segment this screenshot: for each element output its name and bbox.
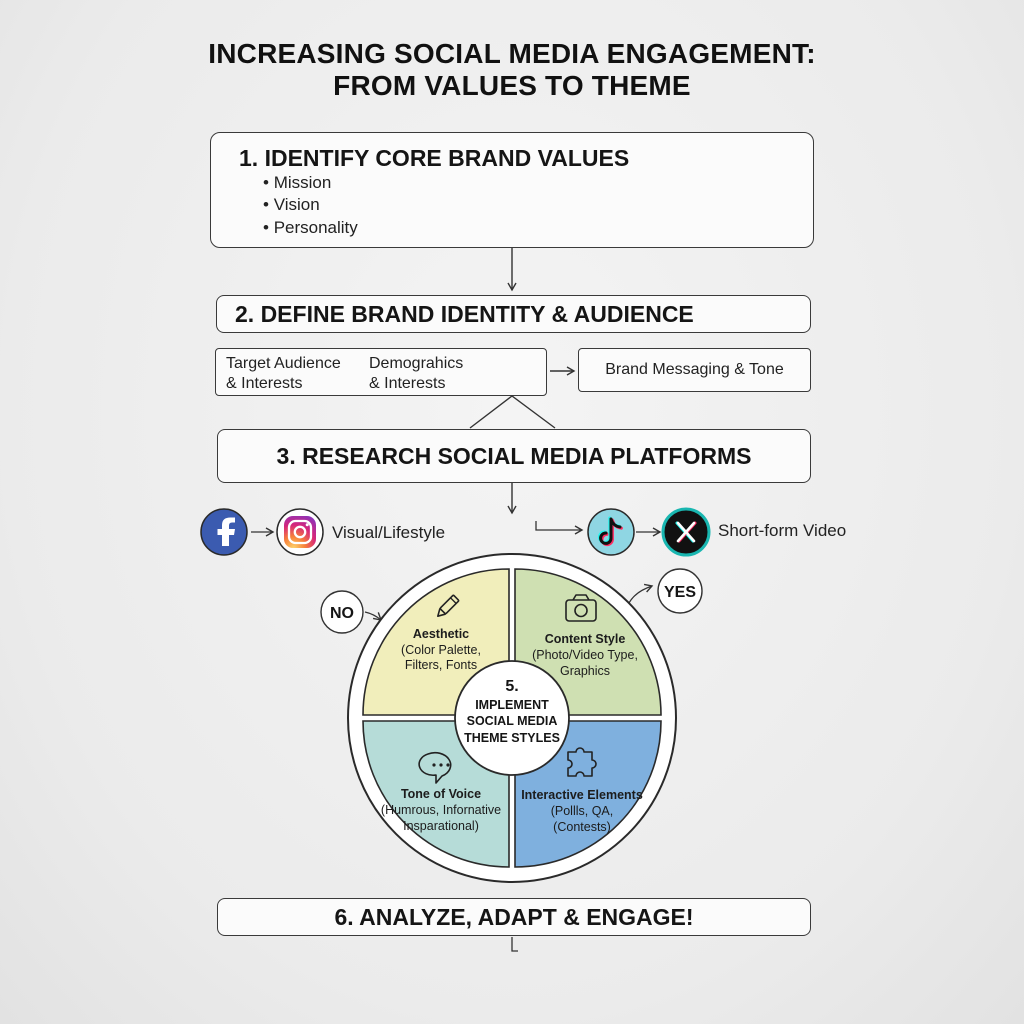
step-2-box: 2. DEFINE BRAND IDENTITY & AUDIENCE (216, 295, 811, 333)
step-1-bullet-personality: • Personality (263, 218, 358, 237)
connector-wheel-to-yes (627, 583, 654, 606)
audience-line-1: Target Audience (226, 355, 341, 372)
camera-icon (565, 594, 597, 622)
bullet-text: Personality (273, 218, 358, 237)
center-line-3: SOCIAL MEDIA (467, 714, 558, 728)
no-decision-bubble: NO (320, 590, 364, 634)
no-label: NO (330, 605, 354, 622)
pencil-icon (437, 594, 460, 617)
title-line-2: FROM VALUES TO THEME (333, 70, 691, 101)
x-icon[interactable] (661, 507, 711, 557)
center-line-2: IMPLEMENT (475, 698, 549, 712)
tone-of-voice-line-2: Insparational) (403, 819, 479, 833)
step-3-title: 3. RESEARCH SOCIAL MEDIA PLATFORMS (276, 442, 752, 469)
connector-no-to-wheel (364, 611, 383, 621)
center-line-4: THEME STYLES (464, 731, 560, 745)
yes-decision-bubble: YES (657, 568, 703, 614)
step-1-title: 1. IDENTIFY CORE BRAND VALUES (239, 145, 630, 171)
connector-step-6-stand (511, 937, 518, 952)
center-line-1: 5. (505, 678, 518, 695)
connector-to-tiktok (535, 521, 584, 535)
instagram-icon[interactable] (276, 508, 324, 556)
audience-line-2: & Interests (226, 375, 303, 392)
title-line-1: INCREASING SOCIAL MEDIA ENGAGEMENT: (208, 38, 816, 69)
interactive-title: Interactive Elements (521, 788, 643, 802)
content-style-line-2: Graphics (560, 664, 610, 678)
bullet-text: Mission (273, 173, 332, 192)
bullet-text: Vision (273, 195, 320, 214)
interactive-line-1: (Pollls, QA, (551, 804, 614, 818)
tone-of-voice-line-1: (Humrous, Infornative (381, 803, 501, 817)
visual-lifestyle-label: Visual/Lifestyle (332, 523, 446, 542)
messaging-label: Brand Messaging & Tone (605, 361, 784, 378)
facebook-icon[interactable] (200, 508, 248, 556)
aesthetic-line-1: (Color Palette, (401, 643, 481, 657)
speech-bubble-icon (418, 751, 452, 784)
yes-label: YES (664, 584, 696, 601)
aesthetic-title: Aesthetic (413, 627, 469, 641)
connector-peak-to-step-3 (469, 395, 556, 429)
step-1-bullet-vision: • Vision (263, 195, 320, 214)
demographics-line-2: & Interests (369, 375, 446, 392)
content-style-title: Content Style (545, 632, 626, 646)
aesthetic-line-2: Filters, Fonts (405, 658, 477, 672)
audience-box: Target Audience & Interests Demograhics … (215, 348, 547, 396)
wheel-center (454, 660, 570, 776)
content-style-line-1: (Photo/Video Type, (532, 648, 638, 662)
step-3-box: 3. RESEARCH SOCIAL MEDIA PLATFORMS (217, 429, 811, 483)
step-6-box: 6. ANALYZE, ADAPT & ENGAGE! (217, 898, 811, 936)
step-1-bullet-mission: • Mission (263, 173, 332, 192)
puzzle-icon (567, 747, 597, 777)
tiktok-icon[interactable] (587, 508, 635, 556)
interactive-line-2: (Contests) (553, 820, 611, 834)
step-6-title: 6. ANALYZE, ADAPT & ENGAGE! (334, 903, 694, 930)
theme-wheel: 5. IMPLEMENT SOCIAL MEDIA THEME STYLES A… (347, 553, 677, 883)
tone-of-voice-title: Tone of Voice (401, 787, 481, 801)
step-1-box: 1. IDENTIFY CORE BRAND VALUES • Mission … (210, 132, 814, 248)
short-form-video-label: Short-form Video (718, 521, 847, 540)
messaging-box: Brand Messaging & Tone (578, 348, 811, 392)
demographics-line-1: Demograhics (369, 355, 464, 372)
step-2-title: 2. DEFINE BRAND IDENTITY & AUDIENCE (235, 300, 694, 327)
